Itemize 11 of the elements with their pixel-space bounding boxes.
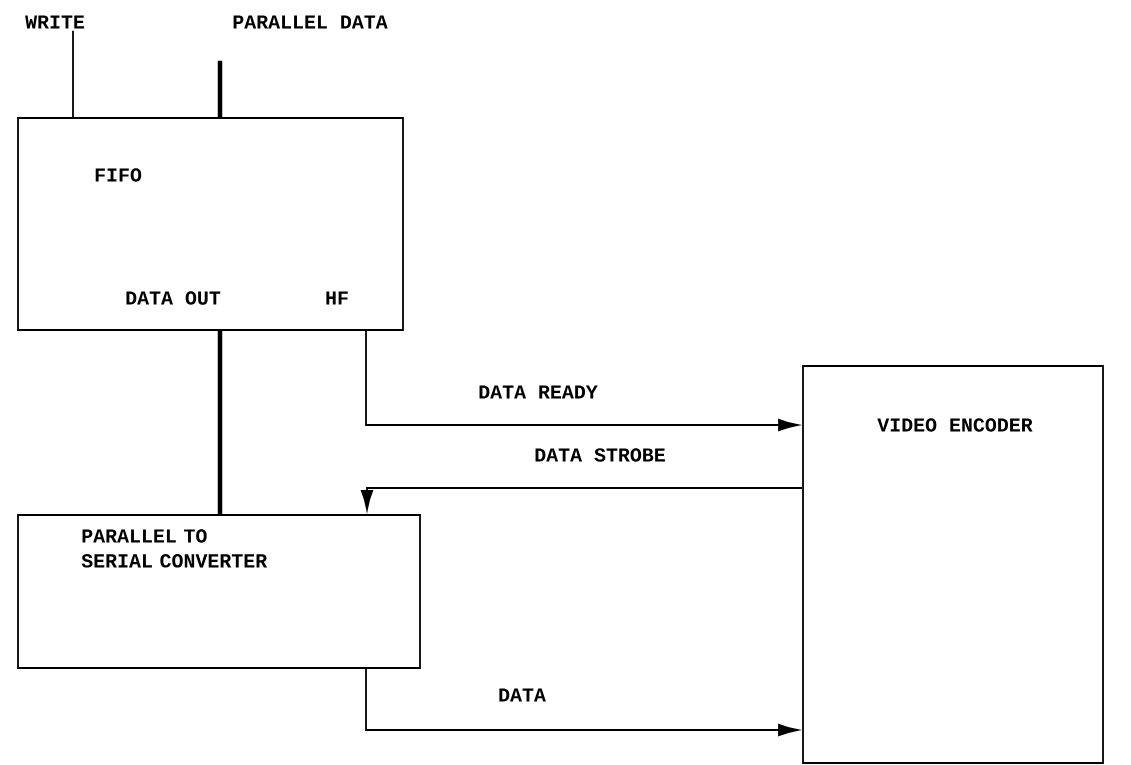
block-box: VIDEO ENCODER: [802, 365, 1104, 764]
signal-label: PARALLEL DATA: [233, 15, 388, 29]
edge-label: DATA STROBE: [535, 448, 665, 462]
signal-line: [217, 330, 223, 515]
signal-line: [72, 29, 74, 118]
block-box: PARALLEL TO SERIAL CONVERTER: [17, 514, 421, 669]
edge-label: DATA: [499, 688, 546, 702]
signal-line: [217, 60, 223, 118]
signal-label: WRITE: [25, 15, 85, 29]
edge-label: DATA READY: [479, 385, 598, 399]
block-box: FIFO DATA OUT HF: [17, 117, 404, 331]
